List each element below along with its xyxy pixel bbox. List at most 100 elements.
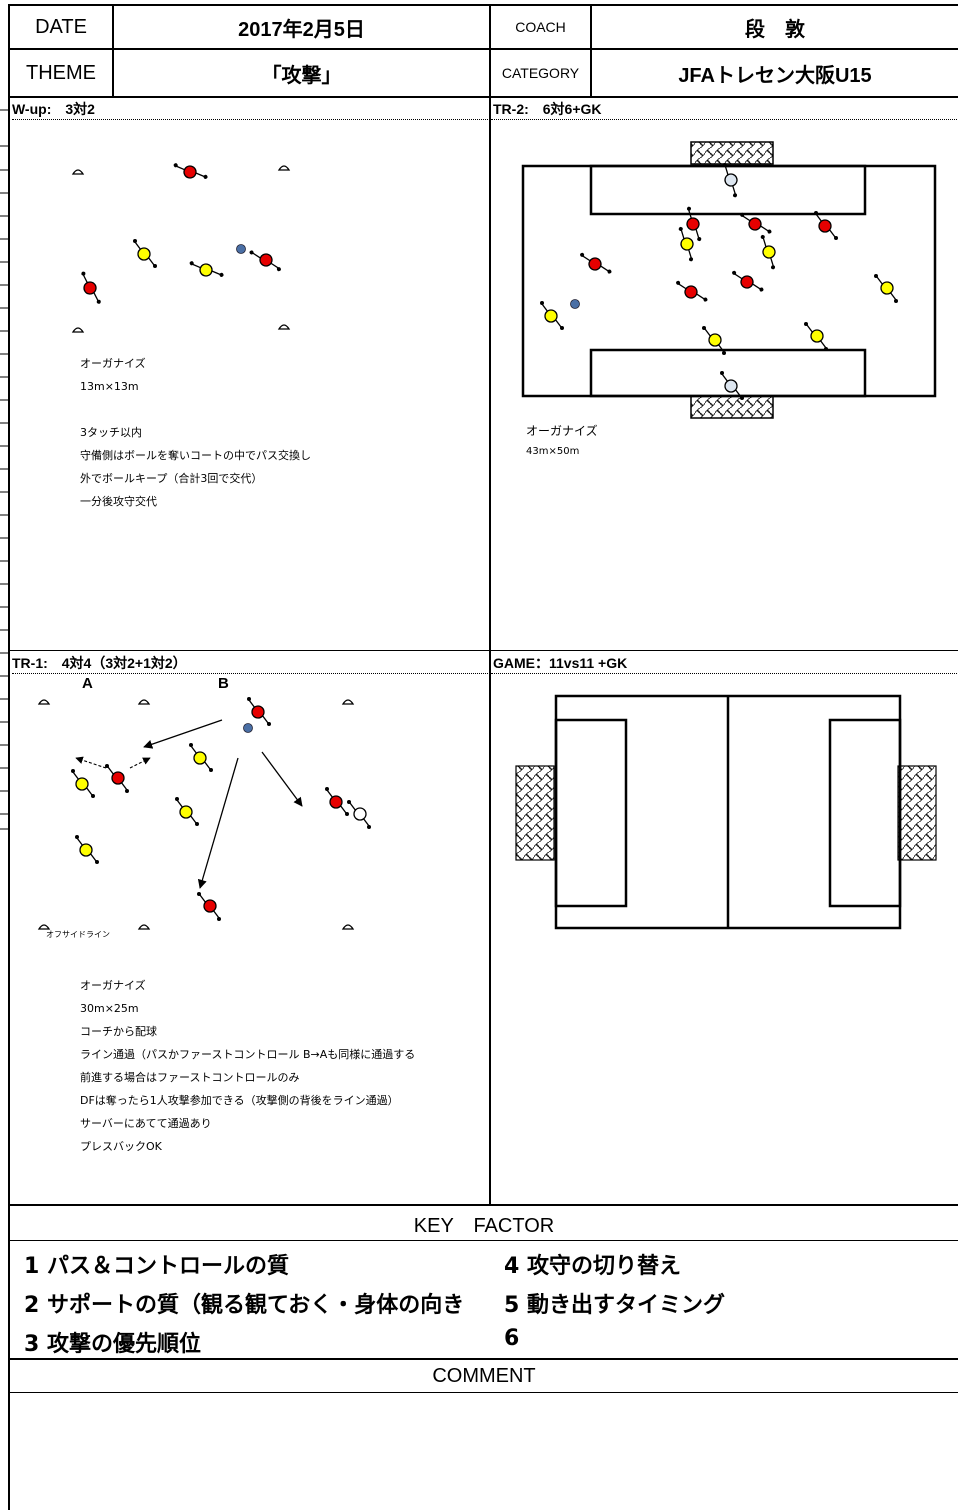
red-player-icon xyxy=(580,252,612,274)
divider xyxy=(590,4,592,98)
key-factor-item: 2 サポートの質（観る観ておく・身体の向き xyxy=(24,1293,465,1318)
category-label: CATEGORY xyxy=(501,65,580,81)
tr1-notes: オーガナイズ 30m×25m コーチから配球 ライン通過（パスかファーストコント… xyxy=(80,974,415,1158)
movement-arrow xyxy=(129,757,151,769)
pitch-outline xyxy=(521,164,937,398)
game-title-underline xyxy=(491,673,957,674)
margin-ticks xyxy=(0,109,8,830)
game-title: GAME：11vs11 +GK xyxy=(493,655,628,671)
yellow-player-icon xyxy=(189,261,224,277)
red-player-icon xyxy=(81,271,101,304)
note-line: 一分後攻守交代 xyxy=(80,495,157,508)
divider xyxy=(8,48,958,50)
note-line: 13m×13m xyxy=(80,380,139,393)
note-line: 30m×25m xyxy=(80,1002,139,1015)
goal-net-right xyxy=(897,765,937,861)
cone-marker xyxy=(278,324,290,330)
yellow-player-icon xyxy=(678,226,694,262)
tr2-diagram xyxy=(521,141,937,419)
divider xyxy=(489,4,491,98)
cone-marker xyxy=(72,169,84,175)
cone-marker xyxy=(342,924,354,930)
note-line: コーチから配球 xyxy=(80,1025,157,1038)
white-player-icon xyxy=(347,800,371,829)
divider xyxy=(8,1240,958,1241)
theme-label: THEME xyxy=(26,61,96,84)
note-line: オーガナイズ xyxy=(526,424,598,438)
penalty-area-bottom xyxy=(589,348,867,398)
offside-label: オフサイドライン xyxy=(46,930,110,939)
date-value: 2017年2月5日 xyxy=(238,18,365,41)
red-player-icon xyxy=(249,250,281,272)
tr1-title: TR-1: 4対4（3対2+1対2） xyxy=(12,655,187,671)
note-line: サーバーにあてて通過あり xyxy=(80,1117,212,1130)
cone-marker xyxy=(72,327,84,333)
comment-title: COMMENT xyxy=(432,1364,536,1387)
ball-icon xyxy=(236,244,246,254)
divider xyxy=(8,1358,958,1360)
movement-arrow xyxy=(75,756,107,769)
note-line: 前進する場合はファーストコントロールのみ xyxy=(80,1071,300,1084)
wup-title-underline xyxy=(12,119,488,120)
pass-arrow xyxy=(143,719,223,749)
note-line: DFは奪ったら1人攻撃参加できる（攻撃側の背後をライン通過） xyxy=(80,1094,399,1107)
theme-value: 「攻撃」 xyxy=(261,64,342,87)
comment-body[interactable] xyxy=(10,1394,958,1510)
yellow-player-icon xyxy=(804,322,828,351)
note-line: オーガナイズ xyxy=(80,357,146,370)
yellow-player-icon xyxy=(760,234,776,270)
yellow-player-icon xyxy=(874,274,898,303)
cone-marker xyxy=(38,699,50,705)
goal-net-top xyxy=(690,141,774,165)
cone-marker xyxy=(138,699,150,705)
red-player-icon xyxy=(197,892,221,921)
cone-marker xyxy=(138,924,150,930)
cone-marker xyxy=(342,699,354,705)
ball-icon xyxy=(570,299,580,309)
goalkeeper-icon xyxy=(722,162,738,198)
category-value: JFAトレセン大阪U15 xyxy=(678,64,872,87)
tr1-diagram xyxy=(38,697,371,930)
penalty-area-left xyxy=(554,718,628,908)
note-line: 3タッチ以内 xyxy=(80,426,142,439)
note-line: ライン通過（パスかファーストコントロール B→Aも同様に通過する xyxy=(80,1048,416,1061)
tr1-label-b: B xyxy=(218,675,229,692)
tr1-label-a: A xyxy=(82,675,93,692)
note-line: プレスバックOK xyxy=(80,1140,162,1153)
note-line: 外でボールキープ（合計3回で交代） xyxy=(80,472,263,485)
red-player-icon xyxy=(325,787,349,816)
pass-arrow xyxy=(197,757,239,889)
game-pitch xyxy=(515,694,937,930)
divider xyxy=(112,4,114,98)
yellow-player-icon xyxy=(75,835,99,864)
date-label: DATE xyxy=(35,15,87,38)
wup-notes: オーガナイズ 13m×13m 3タッチ以内 守備側はボールを奪いコートの中でパス… xyxy=(80,352,311,513)
tr2-title-underline xyxy=(491,119,957,120)
tr2-title: TR-2: 6対6+GK xyxy=(493,101,602,117)
note-line xyxy=(80,398,311,421)
red-player-icon xyxy=(740,212,772,234)
yellow-player-icon xyxy=(71,769,95,798)
key-factor-item: 3 攻撃の優先順位 xyxy=(24,1332,201,1357)
yellow-player-icon xyxy=(175,797,199,826)
note-line: 守備側はボールを奪いコートの中でパス交換し xyxy=(80,449,311,462)
yellow-player-icon xyxy=(540,301,564,330)
key-factor-item: 1 パス＆コントロールの質 xyxy=(24,1254,289,1279)
tr2-notes: オーガナイズ 43m×50m xyxy=(526,420,598,461)
goal-net-left xyxy=(515,765,555,861)
goalkeeper-icon xyxy=(720,371,744,400)
red-player-icon xyxy=(105,764,129,793)
wup-diagram xyxy=(72,163,290,333)
key-factor-title: KEY FACTOR xyxy=(413,1214,555,1237)
yellow-player-icon xyxy=(702,326,726,355)
penalty-area-right xyxy=(828,718,902,908)
pass-arrow xyxy=(261,751,303,807)
coach-label: COACH xyxy=(515,19,566,35)
divider xyxy=(8,1204,958,1206)
key-factor-item: 4 攻守の切り替え xyxy=(504,1254,681,1279)
red-player-icon xyxy=(686,206,702,242)
note-line: オーガナイズ xyxy=(80,979,146,992)
wup-title: W-up: 3対2 xyxy=(12,101,95,117)
goal-net-bottom xyxy=(690,395,774,419)
red-player-icon xyxy=(732,270,764,292)
